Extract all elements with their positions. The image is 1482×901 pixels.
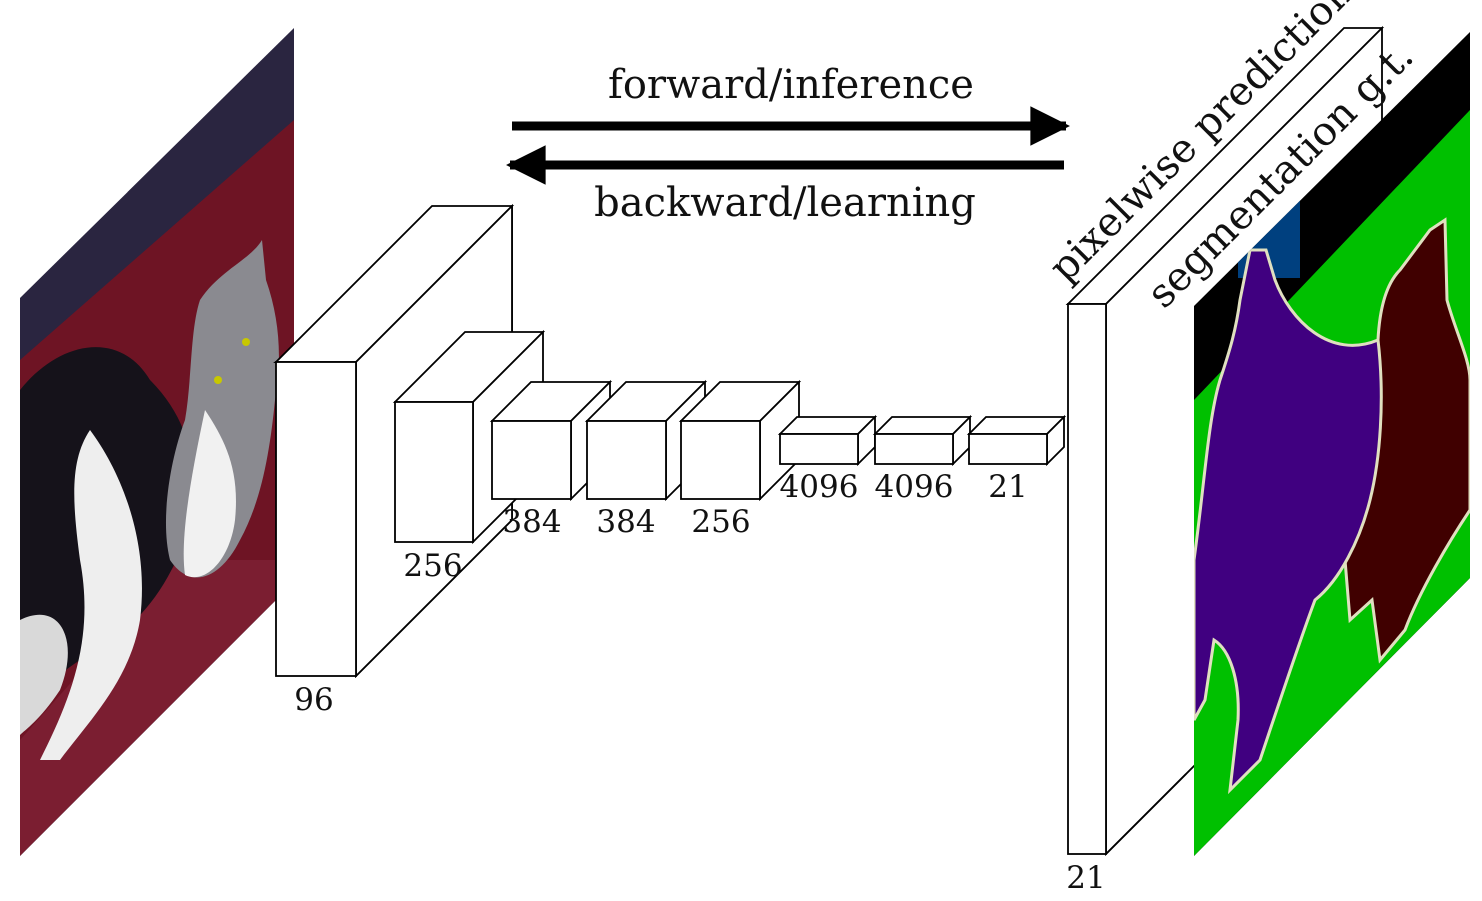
layer-label-96: 96: [294, 682, 333, 718]
layer-label-256-a: 256: [403, 548, 462, 584]
input-photo: [20, 28, 294, 856]
layer-label-384-a: 384: [502, 504, 561, 540]
layer-label-21-b: 21: [1066, 860, 1105, 896]
layer-label-21-a: 21: [988, 469, 1027, 505]
layer-label-4096-a: 4096: [780, 469, 859, 505]
layer-block-4096-b: [872, 414, 973, 467]
layer-block-384-a: [489, 379, 613, 502]
layer-label-384-b: 384: [596, 504, 655, 540]
layer-label-256-b: 256: [691, 504, 750, 540]
layer-label-4096-b: 4096: [875, 469, 954, 505]
backward-learning-label: backward/learning: [594, 180, 976, 226]
forward-inference-label: forward/inference: [608, 62, 974, 108]
gt-connector-edge: [1105, 773, 1187, 855]
layer-block-21-a: [966, 414, 1067, 467]
layer-block-4096-a: [777, 414, 878, 467]
